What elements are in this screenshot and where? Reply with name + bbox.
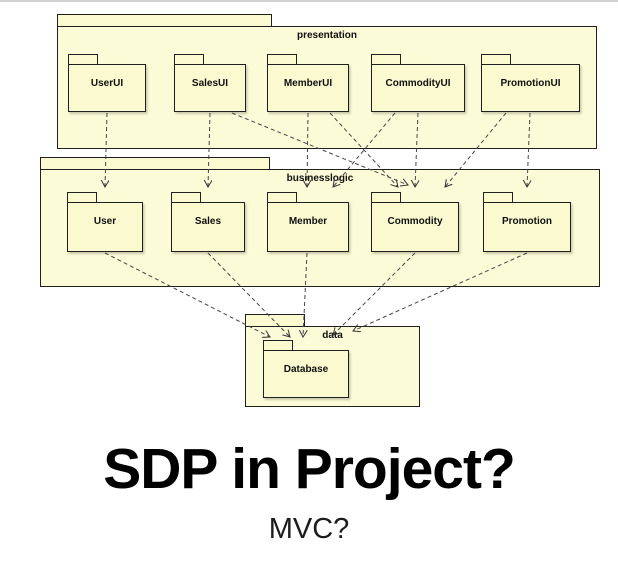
package-label: data [322, 330, 343, 341]
package-label: Database [283, 364, 329, 375]
package-body: Member [267, 202, 349, 252]
caption-subtitle: MVC? [268, 512, 350, 545]
package-body: User [67, 202, 143, 252]
package-promotion: Promotion [483, 192, 571, 252]
package-promotionui: PromotionUI [481, 54, 580, 112]
package-label: UserUI [90, 78, 124, 89]
package-label: PromotionUI [500, 78, 561, 89]
package-label: CommodityUI [385, 78, 451, 89]
package-label: presentation [296, 30, 357, 41]
package-body: Commodity [371, 202, 459, 252]
package-label: Member [288, 216, 328, 227]
package-label: businesslogic [286, 173, 354, 184]
package-body: PromotionUI [481, 64, 580, 112]
package-salesui: SalesUI [174, 54, 246, 112]
package-label: Sales [194, 216, 222, 227]
package-label: MemberUI [283, 78, 333, 89]
package-body: CommodityUI [371, 64, 465, 112]
package-user: User [67, 192, 143, 252]
package-body: UserUI [68, 64, 146, 112]
package-userui: UserUI [68, 54, 146, 112]
package-body: Database [263, 350, 349, 398]
package-body: Sales [171, 202, 245, 252]
package-label: Commodity [387, 216, 443, 227]
package-memberui: MemberUI [267, 54, 349, 112]
package-label: Promotion [502, 216, 552, 227]
package-database: Database [263, 340, 349, 398]
package-body: MemberUI [267, 64, 349, 112]
package-body: Promotion [483, 202, 571, 252]
package-body: SalesUI [174, 64, 246, 112]
package-label: User [93, 216, 117, 227]
package-commodity: Commodity [371, 192, 459, 252]
uml-package-diagram: presentation UserUI SalesUI MemberUI C [0, 2, 618, 432]
package-sales: Sales [171, 192, 245, 252]
package-label: SalesUI [191, 78, 229, 89]
package-member: Member [267, 192, 349, 252]
caption-area: SDP in Project? MVC? [0, 438, 618, 546]
package-commodityui: CommodityUI [371, 54, 465, 112]
caption-title: SDP in Project? [103, 437, 516, 501]
